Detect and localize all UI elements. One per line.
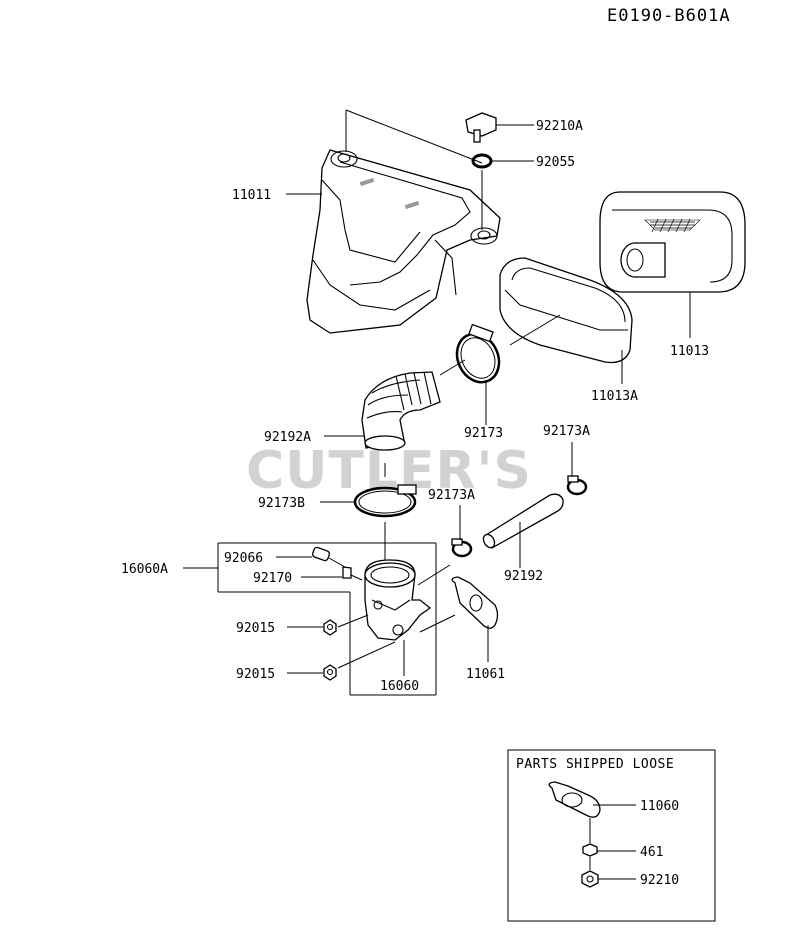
label-92173A-top: 92173A — [543, 424, 590, 439]
label-92066: 92066 — [224, 551, 263, 566]
parts-shipped-loose-box: PARTS SHIPPED LOOSE 11060 461 92210 — [507, 749, 716, 922]
label-11061: 11061 — [466, 667, 505, 682]
air-filter-element — [599, 191, 746, 293]
label-92015-a: 92015 — [236, 621, 275, 636]
nut-92210 — [581, 870, 599, 888]
washer-461 — [582, 843, 598, 857]
label-92192A: 92192A — [264, 430, 311, 445]
label-11060: 11060 — [640, 799, 679, 814]
hose-clamp-large — [455, 323, 501, 384]
hose-clamp-small-a — [451, 538, 473, 558]
gasket-11060 — [548, 781, 601, 818]
clip — [342, 566, 352, 579]
parts-box-title: PARTS SHIPPED LOOSE — [516, 757, 674, 772]
nut-a — [323, 619, 337, 636]
label-11013: 11013 — [670, 344, 709, 359]
label-92210: 92210 — [640, 873, 679, 888]
fitting — [311, 546, 331, 562]
label-92210A: 92210A — [536, 119, 583, 134]
label-16060: 16060 — [380, 679, 419, 694]
intake-pipe — [364, 559, 432, 641]
elbow-hose — [361, 371, 441, 451]
air-cleaner-cover — [306, 149, 501, 334]
label-92055: 92055 — [536, 155, 575, 170]
wing-knob — [465, 112, 497, 143]
label-92173A-mid: 92173A — [428, 488, 475, 503]
pre-cleaner-foam — [499, 257, 633, 364]
label-461: 461 — [640, 845, 663, 860]
gasket — [451, 576, 499, 629]
label-92015-b: 92015 — [236, 667, 275, 682]
nut-b — [323, 664, 337, 681]
label-16060A: 16060A — [121, 562, 168, 577]
label-92192: 92192 — [504, 569, 543, 584]
label-11011: 11011 — [232, 188, 271, 203]
label-92173B: 92173B — [258, 496, 305, 511]
label-92170: 92170 — [253, 571, 292, 586]
hose-clamp-small-b — [566, 475, 588, 496]
breather-hose — [482, 493, 564, 549]
diagram-code: E0190-B601A — [607, 6, 731, 26]
label-92173: 92173 — [464, 426, 503, 441]
label-11013A: 11013A — [591, 389, 638, 404]
